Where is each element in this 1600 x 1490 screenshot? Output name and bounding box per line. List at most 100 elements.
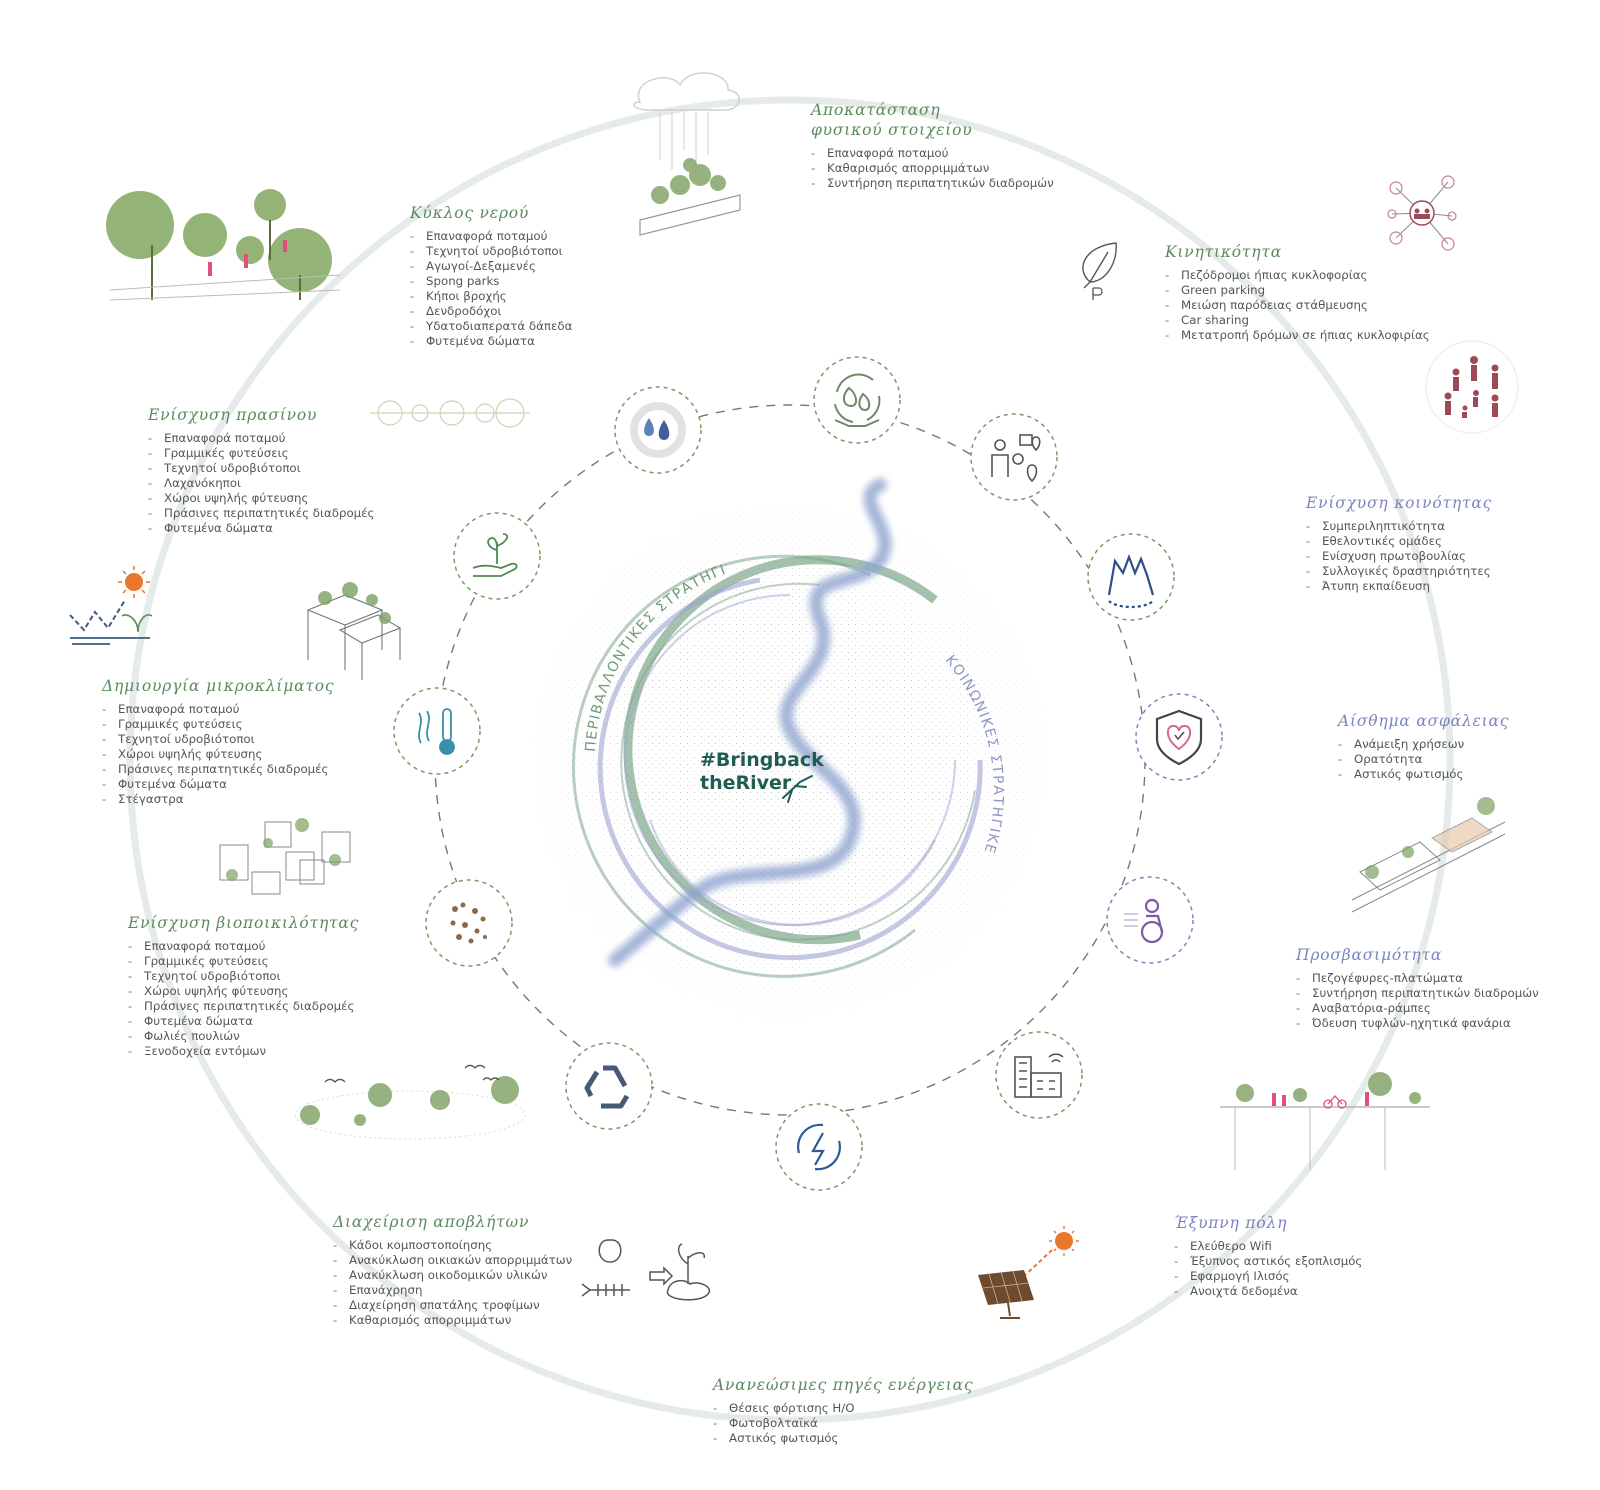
list-energy: Θέσεις φόρτισης Η/Ο Φωτοβολταϊκά Αστικός… bbox=[713, 1401, 973, 1446]
recycle-arrows-icon bbox=[565, 1042, 653, 1130]
list-item: Αναβατόρια-ράμπες bbox=[1296, 1001, 1539, 1016]
title-mobility: Κινητικότητα bbox=[1165, 243, 1283, 261]
title-water-cycle: Κύκλος νερού bbox=[410, 204, 530, 222]
block-community: Ενίσχυση κοινότητας Συμπεριληπτικότητα Ε… bbox=[1306, 493, 1492, 594]
title-natural-line2: φυσικού στοιχείου bbox=[811, 121, 973, 139]
list-natural: Επαναφορά ποταμού Καθαρισμός απορριμμάτω… bbox=[811, 146, 1054, 191]
center-title-line2: theRiver bbox=[700, 772, 792, 794]
list-item: Ενίσχυση πρωτοβουλίας bbox=[1306, 549, 1492, 564]
list-item: Τεχνητοί υδροβιότοποι bbox=[128, 969, 359, 984]
list-safety: Ανάμειξη χρήσεων Ορατότητα Αστικός φωτισ… bbox=[1338, 737, 1509, 782]
list-item: Επαναφορά ποταμού bbox=[410, 229, 572, 244]
list-item: Φυτεμένα δώματα bbox=[128, 1014, 359, 1029]
list-item: Μειώση παρόδειας στάθμευσης bbox=[1165, 298, 1430, 313]
list-green: Επαναφορά ποταμού Γραμμικές φυτεύσεις Τε… bbox=[148, 431, 374, 536]
block-smart-city: Έξυπνη πόλη Ελεύθερο Wifi Έξυπνος αστικό… bbox=[1174, 1213, 1362, 1299]
list-item: Λαχανόκηποι bbox=[148, 476, 374, 491]
block-waste-management: Διαχείριση αποβλήτων Κάδοι κομποστοποίησ… bbox=[333, 1212, 572, 1328]
title-community: Ενίσχυση κοινότητας bbox=[1306, 494, 1493, 512]
list-item: Γραμμικές φυτεύσεις bbox=[148, 446, 374, 461]
list-item: Επαναφορά ποταμού bbox=[148, 431, 374, 446]
title-natural-restoration: Αποκατάσταση φυσικού στοιχείου bbox=[811, 100, 1054, 140]
list-item: Στέγαστρα bbox=[102, 792, 334, 807]
list-item: Γραμμικές φυτεύσεις bbox=[102, 717, 334, 732]
list-item: Πράσινες περιπατητικές διαδρομές bbox=[102, 762, 334, 777]
block-biodiversity: Ενίσχυση βιοποικιλότητας Επαναφορά ποταμ… bbox=[128, 913, 359, 1059]
title-smart-city: Έξυπνη πόλη bbox=[1174, 1214, 1288, 1232]
list-item: Φωτοβολταϊκά bbox=[713, 1416, 973, 1431]
block-accessibility: Προσβασιμότητα Πεζογέφυρες-πλατώματα Συν… bbox=[1296, 945, 1539, 1031]
list-item: Συμπεριληπτικότητα bbox=[1306, 519, 1492, 534]
ring-icons bbox=[393, 356, 1223, 1191]
block-natural-restoration: Αποκατάσταση φυσικού στοιχείου Επαναφορά… bbox=[811, 100, 1054, 191]
list-item: Ανακύκλωση οικοδομικών υλικών bbox=[333, 1268, 572, 1283]
list-item: Επαναφορά ποταμού bbox=[128, 939, 359, 954]
shield-heart-icon bbox=[1135, 693, 1223, 781]
list-item: Αστικός φωτισμός bbox=[1338, 767, 1509, 782]
list-item: Καθαρισμός απορριμμάτων bbox=[811, 161, 1054, 176]
list-mobility: Πεζόδρομοι ήπιας κυκλοφορίας Green parki… bbox=[1165, 268, 1430, 343]
solar-panel-icon bbox=[978, 1226, 1079, 1319]
list-item: Τεχνητοί υδροβιότοποι bbox=[410, 244, 572, 259]
title-natural-line1: Αποκατάσταση bbox=[811, 101, 941, 119]
list-item: Ελεύθερο Wifi bbox=[1174, 1239, 1362, 1254]
list-water: Επαναφορά ποταμού Τεχνητοί υδροβιότοποι … bbox=[410, 229, 572, 349]
community-hands-icon bbox=[1087, 533, 1175, 621]
list-item: Αστικός φωτισμός bbox=[713, 1431, 973, 1446]
list-item: Car sharing bbox=[1165, 313, 1430, 328]
list-item: Πεζογέφυρες-πλατώματα bbox=[1296, 971, 1539, 986]
list-item: Φυτεμένα δώματα bbox=[102, 777, 334, 792]
list-item: Χώροι υψηλής φύτευσης bbox=[102, 747, 334, 762]
list-item: Υδατοδιαπερατά δάπεδα bbox=[410, 319, 572, 334]
runner-icon bbox=[782, 775, 813, 803]
list-item: Καθαρισμός απορριμμάτων bbox=[333, 1313, 572, 1328]
list-item: Επαναφορά ποταμού bbox=[811, 146, 1054, 161]
wetland-birds-illustration bbox=[294, 1064, 526, 1140]
block-microclimate: Δημιουργία μικροκλίματος Επαναφορά ποταμ… bbox=[102, 676, 334, 807]
list-item: Ξενοδοχεία εντόμων bbox=[128, 1044, 359, 1059]
green-roof-structure-illustration bbox=[306, 582, 402, 680]
block-safety: Αίσθημα ασφάλειας Ανάμειξη χρήσεων Ορατό… bbox=[1338, 711, 1509, 782]
block-renewable-energy: Ανανεώσιμες πηγές ενέργειας Θέσεις φόρτι… bbox=[713, 1375, 973, 1446]
list-item: Εθελοντικές ομάδες bbox=[1306, 534, 1492, 549]
trees-people-illustration bbox=[106, 189, 341, 301]
stipple-disc bbox=[520, 490, 1060, 1030]
list-item: Ανοιχτά δεδομένα bbox=[1174, 1284, 1362, 1299]
illustrations bbox=[69, 72, 1519, 1319]
list-item: Ανακύκλωση οικιακών απορριμμάτων bbox=[333, 1253, 572, 1268]
list-item: Φυτεμένα δώματα bbox=[148, 521, 374, 536]
list-item: Άτυπη εκπαίδευση bbox=[1306, 579, 1492, 594]
list-microclimate: Επαναφορά ποταμού Γραμμικές φυτεύσεις Τε… bbox=[102, 702, 334, 807]
list-item: Συλλογικές δραστηριότητες bbox=[1306, 564, 1492, 579]
block-water-cycle: Κύκλος νερού Επαναφορά ποταμού Τεχνητοί … bbox=[410, 203, 572, 349]
list-item: Κάδοι κομποστοποίησης bbox=[333, 1238, 572, 1253]
list-item: Πράσινες περιπατητικές διαδρομές bbox=[148, 506, 374, 521]
list-item: Τεχνητοί υδροβιότοποι bbox=[148, 461, 374, 476]
list-item: Θέσεις φόρτισης Η/Ο bbox=[713, 1401, 973, 1416]
community-people-icon bbox=[1425, 340, 1519, 434]
biodiversity-footprints-icon bbox=[425, 879, 513, 967]
list-item: Συντήρηση περιπατητικών διαδρομών bbox=[811, 176, 1054, 191]
list-item: Χώροι υψηλής φύτευσης bbox=[148, 491, 374, 506]
compost-apple-fish-icon bbox=[581, 1239, 711, 1301]
list-item: Έξυπνος αστικός εξοπλισμός bbox=[1174, 1254, 1362, 1269]
list-item: Εφαρμογή Ιλισός bbox=[1174, 1269, 1362, 1284]
list-item: Διαχείρηση σπατάλης τροφίμων bbox=[333, 1298, 572, 1313]
footbridge-people-illustration bbox=[1220, 1072, 1430, 1170]
list-item: Ορατότητα bbox=[1338, 752, 1509, 767]
bubble-row-illustration bbox=[370, 398, 530, 428]
title-biodiversity: Ενίσχυση βιοποικιλότητας bbox=[128, 914, 360, 932]
list-accessibility: Πεζογέφυρες-πλατώματα Συντήρηση περιπατη… bbox=[1296, 971, 1539, 1031]
title-renewable-energy: Ανανεώσιμες πηγές ενέργειας bbox=[713, 1376, 974, 1394]
title-green-enhancement: Ενίσχυση πρασίνου bbox=[148, 406, 318, 424]
person-gear-location-icon bbox=[970, 413, 1058, 501]
list-item: Επανάχρηση bbox=[333, 1283, 572, 1298]
list-item: Πεζόδρομοι ήπιας κυκλοφορίας bbox=[1165, 268, 1430, 283]
list-item: Τεχνητοί υδροβιότοποι bbox=[102, 732, 334, 747]
river-shape bbox=[607, 477, 893, 968]
list-item: Επαναφορά ποταμού bbox=[102, 702, 334, 717]
list-item: Δενδροδόχοι bbox=[410, 304, 572, 319]
list-item: Γραμμικές φυτεύσεις bbox=[128, 954, 359, 969]
list-item: Χώροι υψηλής φύτευσης bbox=[128, 984, 359, 999]
list-item: Φυτεμένα δώματα bbox=[410, 334, 572, 349]
